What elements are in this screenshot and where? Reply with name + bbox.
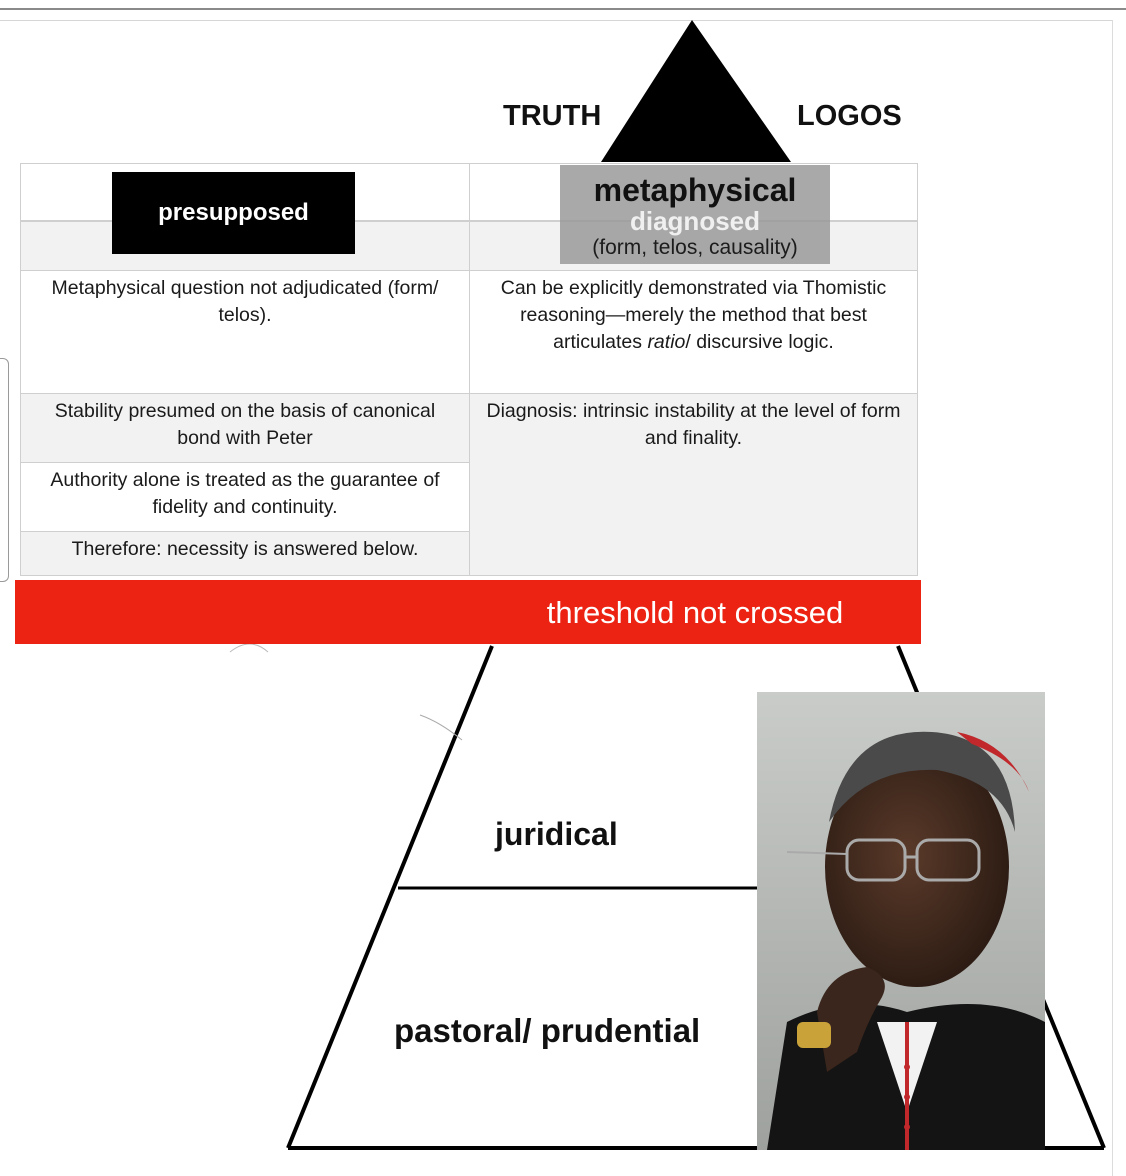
left-bracket [0, 358, 9, 582]
logos-label: LOGOS [797, 100, 902, 132]
top-border [0, 8, 1126, 10]
truth-label: TRUTH [503, 100, 602, 132]
comparison-table: Metaphysical question not adjudicated (f… [20, 163, 918, 576]
sketch-stroke [229, 643, 269, 653]
metaphysical-title: metaphysical [593, 172, 797, 208]
pyramid-apex [601, 20, 791, 162]
presupposed-label: presupposed [112, 172, 355, 254]
metaphysical-subtitle: (form, telos, causality) [592, 236, 798, 259]
pastoral-label: pastoral/ prudential [394, 1012, 701, 1049]
cardinal-portrait-image [757, 692, 1045, 1150]
right-border [1112, 20, 1113, 1176]
portrait-illustration [757, 692, 1045, 1150]
metaphysical-box [560, 165, 830, 264]
pyramid-left-edge [286, 645, 494, 1149]
row4-left: Therefore: necessity is answered below. [20, 531, 470, 576]
row2-right: Diagnosis: intrinsic instability at the … [469, 393, 918, 576]
sketch-stroke [419, 714, 463, 741]
row1-right-emphasis: ratio [647, 331, 686, 353]
row1-right: Can be explicitly demonstrated via Thomi… [469, 270, 918, 394]
juridical-label: juridical [495, 816, 618, 852]
threshold-label: threshold not crossed [546, 595, 844, 630]
diagnosed-overlay-text: diagnosed [629, 206, 760, 236]
threshold-bar [15, 580, 921, 644]
top-inner-border [0, 20, 1112, 21]
row1-right-text: Can be explicitly demonstrated via Thomi… [500, 277, 887, 353]
row1-left: Metaphysical question not adjudicated (f… [20, 270, 470, 394]
row2-left: Stability presumed on the basis of canon… [20, 393, 470, 463]
row1-right-text-end: / discursive logic. [685, 331, 834, 353]
row3-left: Authority alone is treated as the guaran… [20, 462, 470, 532]
